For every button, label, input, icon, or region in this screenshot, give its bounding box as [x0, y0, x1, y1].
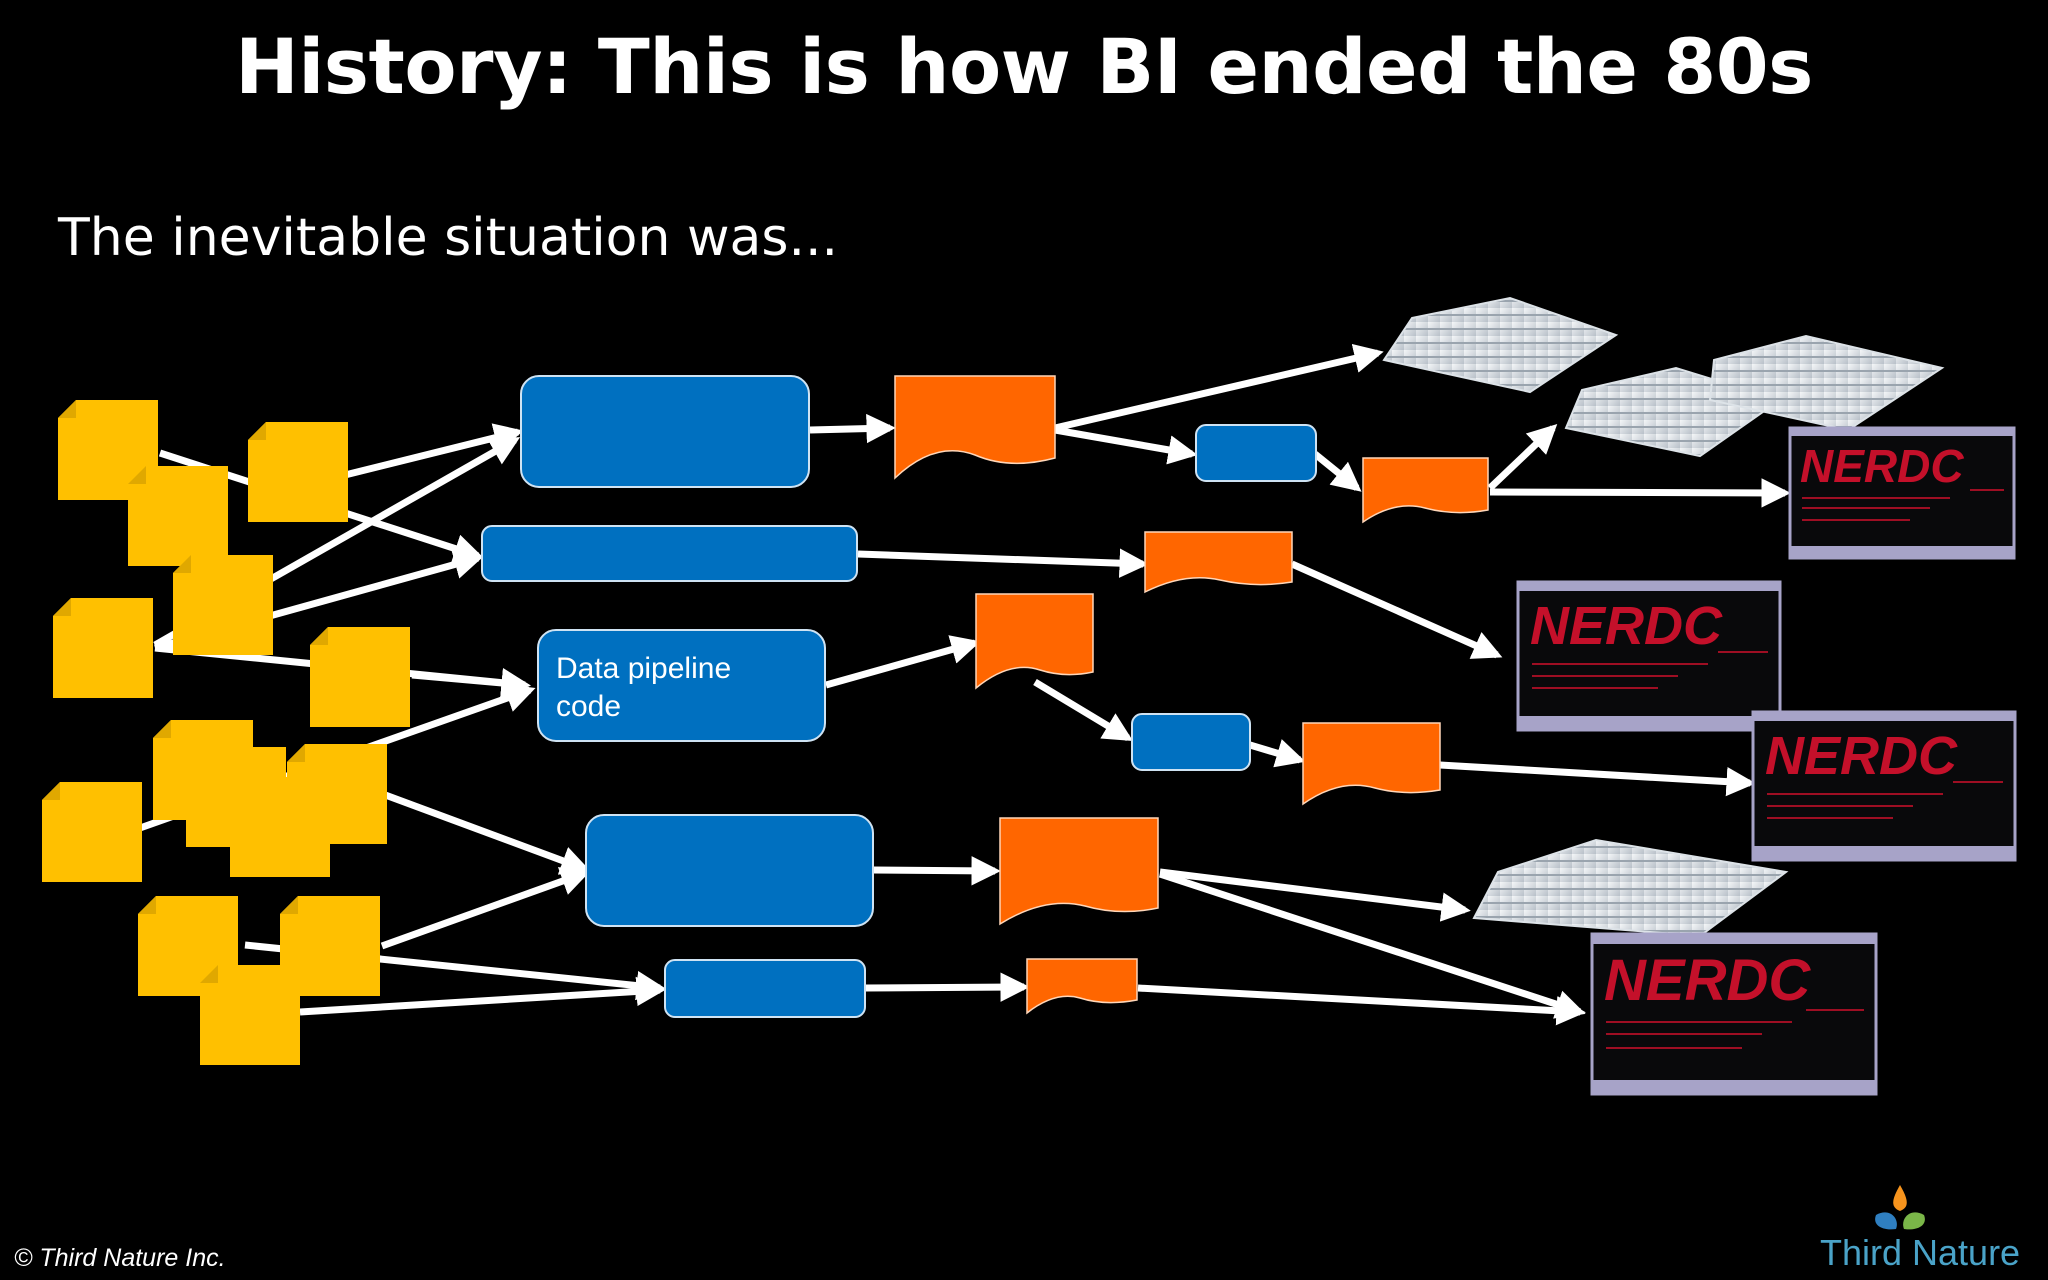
source-file — [248, 422, 348, 522]
screen-brand-text: NERDC — [1800, 440, 1964, 492]
printout-paper — [1472, 838, 1789, 938]
source-files — [42, 400, 410, 1065]
pipeline-label-line1: Data pipeline — [556, 652, 731, 685]
output-docs — [894, 375, 1489, 1015]
source-file — [200, 965, 300, 1065]
arrow — [1487, 423, 1558, 491]
arrow — [1033, 679, 1134, 742]
brand-logo-icon — [1875, 1185, 1925, 1230]
arrow — [380, 867, 591, 950]
arrow — [825, 635, 981, 689]
arrow — [1158, 870, 1586, 1019]
arrow — [809, 413, 896, 444]
pipeline-box — [520, 375, 810, 488]
arrow — [872, 856, 1001, 886]
arrow — [1159, 868, 1471, 922]
pipeline-box — [664, 959, 866, 1018]
arrow — [1439, 761, 1756, 797]
output-doc — [1026, 958, 1138, 1015]
screen-brand-text: NERDC — [1604, 948, 1811, 1013]
source-file — [128, 466, 228, 566]
output-doc — [1144, 531, 1293, 594]
pipeline-box — [1195, 424, 1317, 482]
source-file — [173, 555, 273, 655]
pipeline-label-line2: code — [556, 690, 621, 723]
arrow — [857, 548, 1149, 578]
arrow — [1137, 984, 1586, 1026]
copyright-footer: © Third Nature Inc. — [14, 1244, 226, 1272]
output-doc — [975, 593, 1094, 690]
terminal-screen: NERDC — [1788, 426, 2016, 560]
arrow — [1489, 478, 1791, 508]
terminal-screen: NERDC — [1516, 580, 1782, 732]
arrow — [1312, 451, 1362, 492]
output-doc — [1362, 457, 1489, 524]
source-file — [310, 627, 410, 727]
source-file — [287, 744, 387, 844]
arrow — [1248, 739, 1306, 768]
pipeline-box — [1131, 713, 1251, 771]
output-doc — [999, 817, 1159, 926]
pipeline-box — [481, 525, 858, 582]
slide-subtitle: The inevitable situation was... — [58, 208, 839, 268]
source-file — [53, 598, 153, 698]
screen-brand-text: NERDC — [1530, 596, 1723, 656]
terminal-screen: NERDC — [1751, 710, 2017, 862]
output-doc — [1302, 722, 1441, 806]
printout-stacks — [1382, 296, 1945, 938]
pipeline-box — [585, 814, 874, 927]
brand-name: Third Nature — [1820, 1232, 2021, 1273]
arrow — [1054, 344, 1384, 432]
printout-paper — [1708, 334, 1945, 432]
slide-title: History: This is how BI ended the 80s — [235, 22, 1813, 111]
arrow — [864, 972, 1030, 1002]
pipeline-boxes — [481, 375, 1317, 1018]
source-file — [153, 720, 253, 820]
printout-paper — [1382, 296, 1619, 394]
arrow — [299, 976, 666, 1016]
output-doc — [894, 375, 1056, 480]
arrow — [411, 668, 531, 698]
arrow — [378, 789, 591, 875]
screen-brand-text: NERDC — [1765, 726, 1958, 786]
data-pipeline-code-box — [537, 629, 826, 742]
source-file — [42, 782, 142, 882]
arrow — [1054, 426, 1198, 465]
arrow — [1290, 560, 1503, 659]
terminal-screen: NERDC — [1590, 932, 1878, 1096]
